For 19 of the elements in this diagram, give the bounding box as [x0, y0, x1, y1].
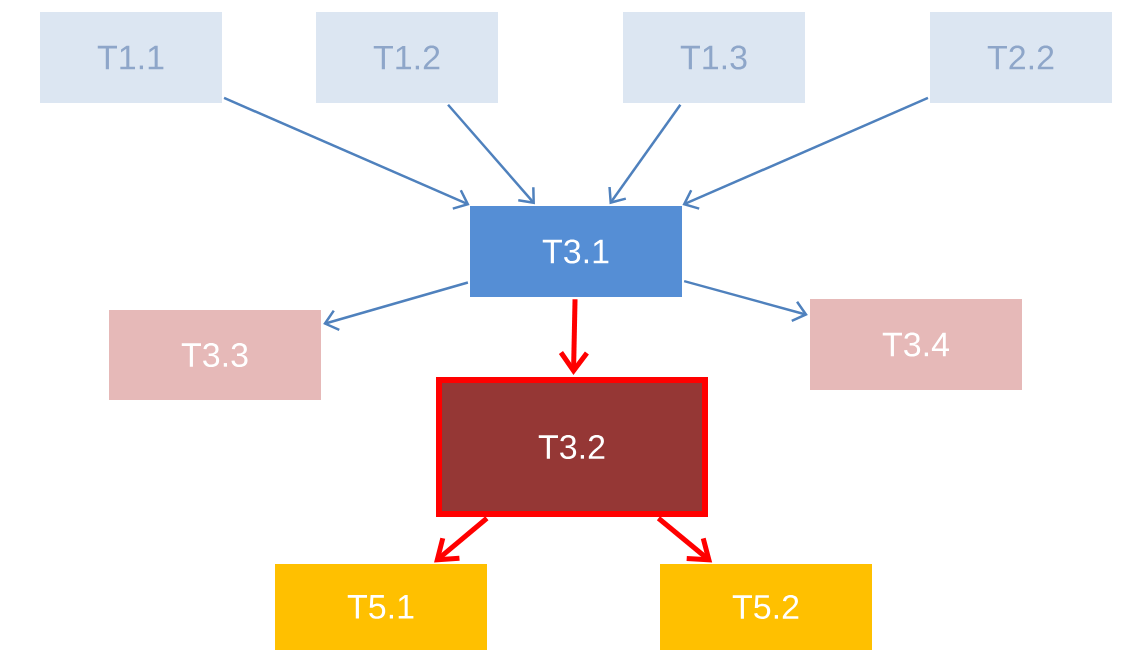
task-box: T2.2	[930, 12, 1112, 103]
arrow	[223, 96, 470, 210]
task-box: T3.4	[810, 299, 1022, 390]
arrow	[323, 281, 469, 331]
task-box: T3.3	[109, 310, 321, 400]
highlighted-task-box: T3.2	[436, 377, 708, 517]
task-box: T1.1	[40, 12, 222, 103]
arrow	[656, 516, 713, 563]
arrow	[558, 299, 589, 375]
arrow	[608, 104, 682, 205]
task-box: T1.2	[316, 12, 498, 103]
arrow	[434, 516, 489, 563]
task-box: T1.3	[623, 12, 805, 103]
arrow	[682, 96, 929, 210]
arrow	[683, 279, 808, 323]
arrow	[447, 103, 535, 205]
task-box: T5.2	[660, 564, 872, 650]
task-box: T3.1	[470, 206, 682, 297]
task-box: T5.1	[275, 564, 487, 650]
